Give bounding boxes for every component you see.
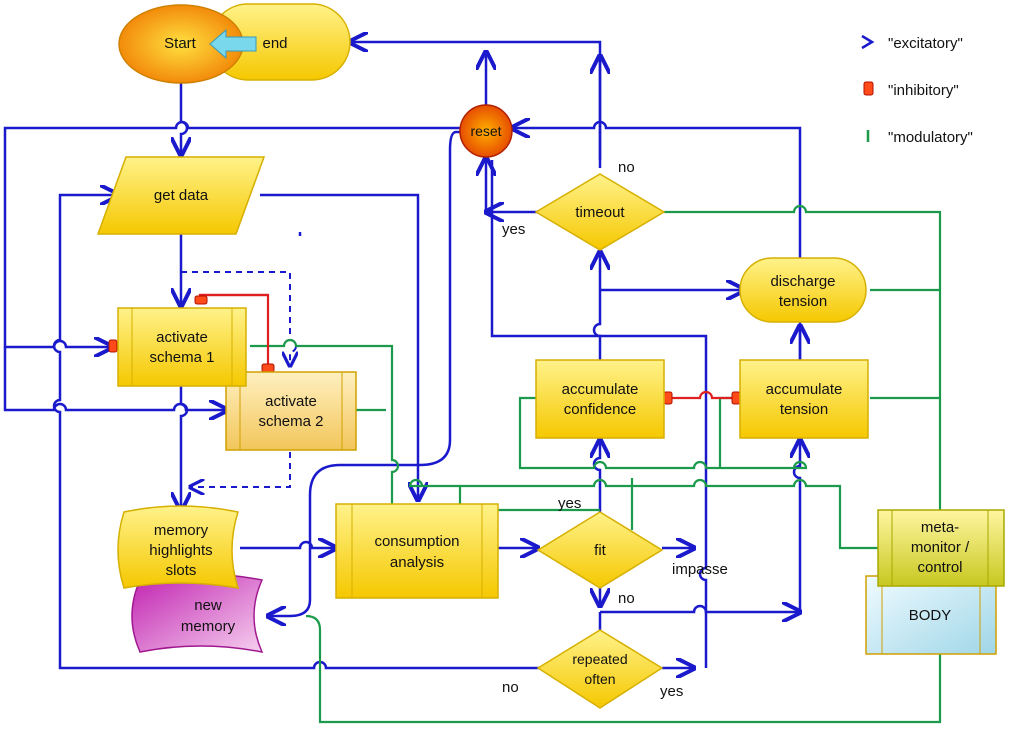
edge-labels: no yes yes impasse no no yes bbox=[502, 159, 728, 700]
inh-head-tension bbox=[731, 391, 741, 405]
memory-label-3: slots bbox=[166, 562, 197, 579]
reset-label: reset bbox=[470, 123, 501, 139]
memory-node: memory highlights slots bbox=[117, 505, 240, 589]
meta-monitor-node: meta- monitor / control bbox=[877, 509, 1005, 587]
end-node: end bbox=[209, 3, 351, 81]
label-no-fit: no bbox=[618, 590, 635, 607]
edge-up-tension bbox=[794, 440, 800, 612]
legend-inhibitory-label: "inhibitory" bbox=[888, 82, 959, 99]
repeated-often-node: repeated often bbox=[536, 629, 664, 709]
label-no-repeated: no bbox=[502, 679, 519, 696]
edge-mod-meta bbox=[408, 478, 880, 550]
start-label: Start bbox=[164, 35, 197, 52]
edge-confidence-timeout bbox=[594, 252, 600, 360]
edge-reset-newmemory bbox=[268, 130, 462, 616]
consumption-label-1: consumption bbox=[374, 533, 459, 550]
accumulate-confidence-node: accumulate confidence bbox=[535, 359, 665, 439]
edge-getdata-consumption bbox=[260, 193, 418, 500]
label-no-timeout: no bbox=[618, 159, 635, 176]
acc-conf-label-1: accumulate bbox=[562, 381, 639, 398]
inh-head-activate2-top bbox=[261, 363, 275, 373]
discharge-label-2: tension bbox=[779, 293, 827, 310]
end-label: end bbox=[262, 35, 287, 52]
label-impasse: impasse bbox=[672, 561, 728, 578]
inh-head-activate1-top bbox=[194, 295, 208, 305]
consumption-label-2: analysis bbox=[390, 554, 444, 571]
activate-schema-1-node: activate schema 1 bbox=[117, 307, 247, 387]
modulatory-edges bbox=[250, 204, 942, 724]
edge-mod-timeout bbox=[305, 204, 942, 724]
cyan-arrow-icon bbox=[209, 28, 257, 60]
meta-label-3: control bbox=[917, 559, 962, 576]
legend: "excitatory" "inhibitory" "modulatory" bbox=[861, 34, 973, 146]
consumption-analysis-node: consumption analysis bbox=[335, 503, 499, 599]
fit-label: fit bbox=[594, 542, 607, 559]
timeout-label: timeout bbox=[575, 204, 625, 221]
label-yes-timeout: yes bbox=[502, 221, 525, 238]
edge-repeated-yes-up bbox=[490, 160, 708, 668]
inh-head-confidence bbox=[663, 391, 673, 405]
acc-tension-label-2: tension bbox=[780, 401, 828, 418]
edge-start-getdata bbox=[181, 82, 187, 155]
edge-mod-confidence bbox=[518, 396, 808, 470]
body-node: BODY bbox=[865, 575, 997, 655]
legend-inhibitory-icon bbox=[863, 81, 874, 96]
legend-excitatory-icon bbox=[861, 34, 875, 50]
edge-fit-confidence bbox=[594, 440, 600, 512]
meta-label-2: monitor / bbox=[911, 539, 970, 556]
reset-node: reset bbox=[459, 104, 513, 158]
memory-label-1: memory bbox=[154, 522, 209, 539]
inhibitory-heads bbox=[108, 295, 741, 405]
memory-label-2: highlights bbox=[149, 542, 212, 559]
activate1-label-2: schema 1 bbox=[149, 349, 214, 366]
activate1-label-1: activate bbox=[156, 329, 208, 346]
fit-node: fit bbox=[536, 511, 664, 589]
repeated-label-1: repeated bbox=[572, 651, 627, 667]
timeout-node: timeout bbox=[534, 173, 666, 251]
edge-reset-left bbox=[3, 120, 460, 347]
acc-conf-label-2: confidence bbox=[564, 401, 637, 418]
new-memory-label-2: memory bbox=[181, 618, 236, 635]
acc-tension-label-1: accumulate bbox=[766, 381, 843, 398]
new-memory-node: new memory bbox=[131, 573, 264, 654]
get-data-node: get data bbox=[96, 156, 266, 235]
inh-head-activate1-left bbox=[108, 339, 118, 353]
edge-dashed-memory bbox=[190, 452, 291, 487]
legend-excitatory-label: "excitatory" bbox=[888, 35, 963, 52]
edge-tension-top bbox=[512, 122, 802, 362]
start-node: Start bbox=[118, 4, 257, 84]
accumulate-tension-node: accumulate tension bbox=[739, 359, 869, 439]
activate2-label-1: activate bbox=[265, 393, 317, 410]
discharge-label-1: discharge bbox=[770, 273, 835, 290]
edge-mod-activate1 bbox=[250, 338, 600, 512]
edge-inh-acc bbox=[664, 390, 736, 400]
label-yes-repeated: yes bbox=[660, 683, 683, 700]
discharge-tension-node: discharge tension bbox=[739, 257, 867, 323]
body-label: BODY bbox=[909, 607, 952, 624]
meta-label-1: meta- bbox=[921, 519, 959, 536]
edge-memory-consumption bbox=[240, 542, 336, 548]
legend-modulatory-label: "modulatory" bbox=[888, 129, 973, 146]
activate2-label-2: schema 2 bbox=[258, 413, 323, 430]
new-memory-label-1: new bbox=[194, 597, 222, 614]
label-yes-fit: yes bbox=[558, 495, 581, 512]
activate-schema-2-node: activate schema 2 bbox=[225, 371, 357, 451]
get-data-label: get data bbox=[154, 187, 209, 204]
repeated-label-2: often bbox=[584, 671, 615, 687]
